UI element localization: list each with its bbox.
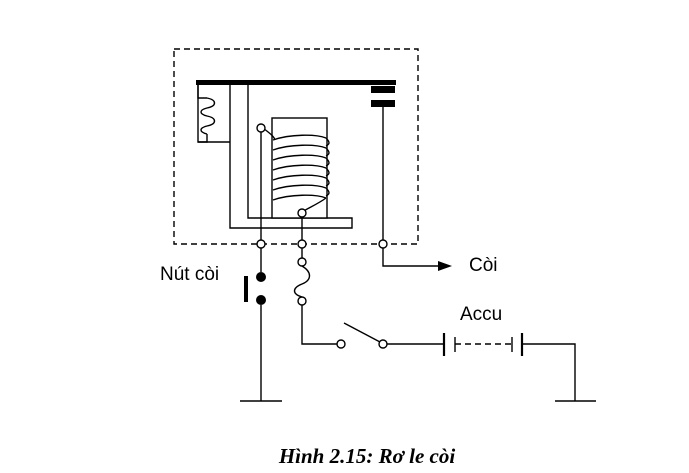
relay-terminal-battery (297, 239, 307, 249)
ignition-switch-blade (343, 322, 381, 343)
armature-spring (197, 85, 230, 143)
armature-bar (196, 80, 396, 85)
relay-frame (229, 85, 353, 229)
horn-label: Còi (469, 255, 498, 276)
horn-wire (382, 248, 440, 267)
relay-contact-upper (371, 86, 395, 93)
relay-coil (262, 117, 330, 219)
battery-label: Accu (460, 304, 502, 325)
horn-button-contact-top (256, 272, 266, 282)
horn-button-contact-bottom (256, 295, 266, 305)
fuse-terminal-bottom (297, 296, 307, 306)
fuse-terminal-top (297, 257, 307, 267)
coil-terminal-a (256, 123, 266, 133)
horn-arrow-icon (438, 261, 452, 271)
relay-enclosure (173, 48, 419, 245)
relay-terminal-horn (378, 239, 388, 249)
coil-terminal-b (297, 208, 307, 218)
horn-button-label: Nút còi (160, 264, 219, 285)
switch-contact-right (378, 339, 388, 349)
figure-caption: Hình 2.15: Rơ le còi (278, 444, 456, 468)
relay-contact-lower (371, 100, 395, 107)
switch-contact-left (336, 339, 346, 349)
horn-button-plunger (244, 276, 248, 302)
battery (442, 333, 524, 356)
fuse (293, 265, 311, 298)
relay-terminal-button (256, 239, 266, 249)
